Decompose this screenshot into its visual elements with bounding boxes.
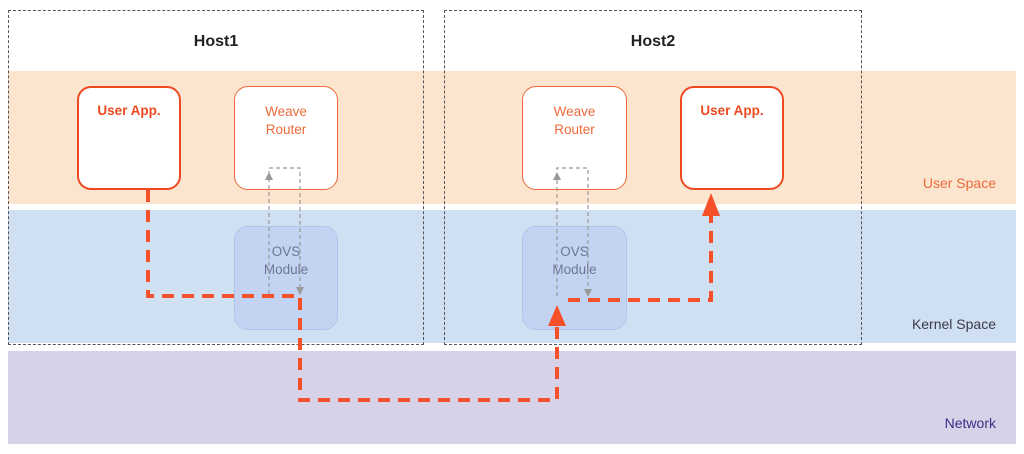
host2-weave-router-line1: Weave xyxy=(553,104,596,119)
host2-control-loop xyxy=(556,167,589,296)
host1-weave-router: Weave Router xyxy=(234,86,338,190)
host2-ovs-module: OVS Module xyxy=(522,226,627,330)
network-band: Network xyxy=(8,351,1016,444)
host2-weave-router: Weave Router xyxy=(522,86,627,190)
data-path-arrow-host2-ovs xyxy=(548,305,566,326)
host1-control-arrow-down xyxy=(296,287,304,295)
host1-control-arrow-up xyxy=(265,172,273,180)
kernel-space-label: Kernel Space xyxy=(911,316,996,332)
host1-ovs-module-line1: OVS xyxy=(271,244,301,259)
host2-control-arrow-down xyxy=(584,289,592,297)
host2-user-app-label: User App. xyxy=(700,103,764,118)
host1-control-loop xyxy=(268,167,301,294)
host1-frame: Host1 xyxy=(8,10,424,345)
host2-frame: Host2 xyxy=(444,10,862,345)
host2-title: Host2 xyxy=(630,33,676,50)
user-space-label: User Space xyxy=(922,175,996,191)
host1-weave-router-line1: Weave xyxy=(265,104,307,119)
data-path-arrow-host2-app xyxy=(702,193,720,216)
data-path-outbound xyxy=(146,190,559,402)
host1-title: Host1 xyxy=(193,33,239,50)
host1-user-app-label: User App. xyxy=(97,103,161,118)
host1-user-app: User App. xyxy=(77,86,181,190)
host1-weave-router-line2: Router xyxy=(265,122,307,137)
data-path-inbound xyxy=(568,214,713,302)
host2-ovs-module-line2: Module xyxy=(552,262,597,277)
host1-ovs-module-line2: Module xyxy=(263,262,309,277)
host2-ovs-module-line1: OVS xyxy=(560,244,589,259)
host2-control-arrow-up xyxy=(553,172,561,180)
host2-user-app: User App. xyxy=(680,86,784,190)
host2-weave-router-line2: Router xyxy=(554,122,595,137)
host1-ovs-module: OVS Module xyxy=(234,226,338,330)
kernel-space-band: Kernel Space xyxy=(8,210,1016,343)
network-label: Network xyxy=(944,415,996,431)
